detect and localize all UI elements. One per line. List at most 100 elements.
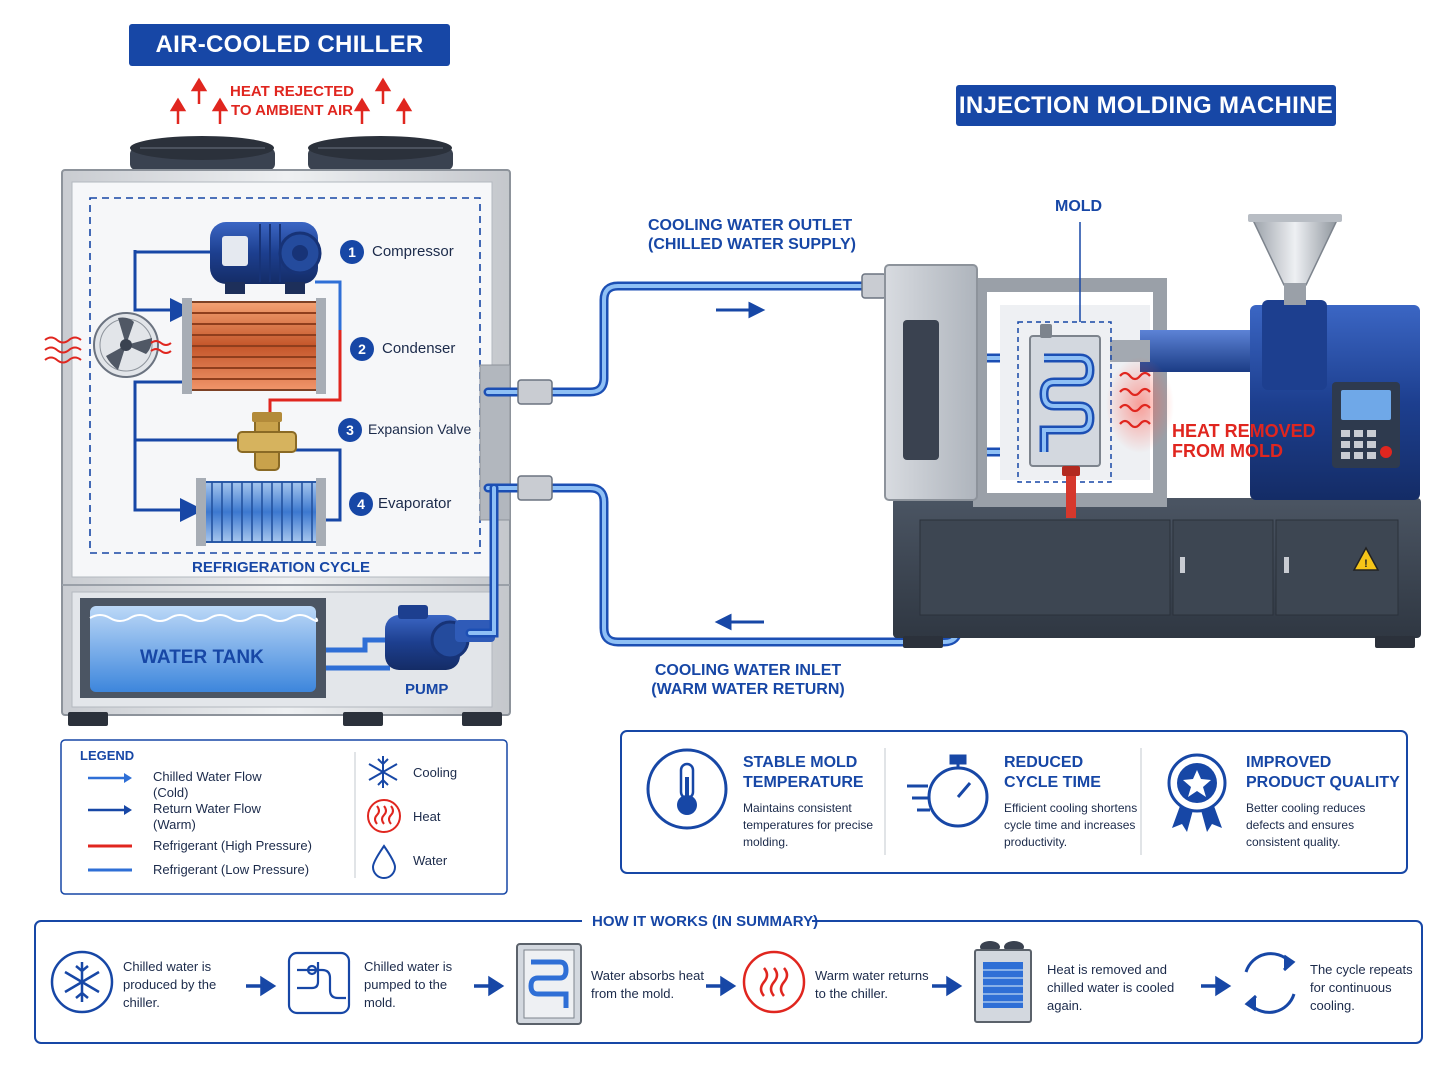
machine-title: INJECTION MOLDING MACHINE xyxy=(956,85,1336,126)
summary-step-1-line2: produced by the xyxy=(123,977,217,992)
legend-water-label: Water xyxy=(413,853,448,868)
summary-step-4-line2: to the chiller. xyxy=(815,986,888,1001)
benefit-2-desc-line3: productivity. xyxy=(1004,835,1068,849)
outlet-line2: (CHILLED WATER SUPPLY) xyxy=(648,236,857,253)
heat-rejected-arrows xyxy=(169,77,413,124)
heat-removed-line1: HEAT REMOVED xyxy=(1172,421,1316,441)
step-1-label: Compressor xyxy=(372,243,454,260)
summary-cycle xyxy=(1244,952,1296,1014)
heat-rejected-label: HEAT REJECTED TO AMBIENT AIR xyxy=(226,82,358,120)
molding-machine: ! xyxy=(884,214,1421,648)
legend-heat-label: Heat xyxy=(413,809,441,824)
summary-step-1: Chilled water is produced by the chiller… xyxy=(123,958,216,1012)
summary-step-3: Water absorbs heat from the mold. xyxy=(591,967,704,1003)
heat-removed-line2: FROM MOLD xyxy=(1172,441,1283,461)
step-3-label: Expansion Valve xyxy=(368,421,472,437)
refrigeration-cycle-label: REFRIGERATION CYCLE xyxy=(192,559,371,576)
benefit-ribbon xyxy=(1167,753,1227,832)
step-2-label: Condenser xyxy=(382,340,456,357)
benefit-2-desc: Efficient cooling shortens cycle time an… xyxy=(1004,800,1137,851)
benefit-2-title-line1: REDUCED xyxy=(1004,754,1084,771)
inlet-line1: COOLING WATER INLET xyxy=(654,662,842,679)
side-fan xyxy=(93,312,159,378)
step-4-badge: 4 xyxy=(349,492,373,516)
summary-step-1-line3: chiller. xyxy=(123,995,160,1010)
summary-step-2-line3: mold. xyxy=(364,995,396,1010)
legend-item-return-line1: Return Water Flow xyxy=(153,801,261,816)
svg-text:!: ! xyxy=(1364,558,1368,570)
benefit-1-desc: Maintains consistent temperatures for pr… xyxy=(743,800,873,851)
chiller-top-fans xyxy=(130,136,453,170)
chiller-title: AIR-COOLED CHILLER xyxy=(129,24,450,66)
summary-chiller xyxy=(974,941,1032,1023)
legend-item-ref-low: Refrigerant (Low Pressure) xyxy=(153,862,310,877)
legend-item-chilled-line1: Chilled Water Flow xyxy=(153,769,262,784)
water-tank xyxy=(80,598,326,698)
summary-title: HOW IT WORKS (IN SUMMARY) xyxy=(592,913,819,930)
legend-box xyxy=(60,739,508,895)
legend-drop xyxy=(371,844,397,879)
tank-pump-pipes xyxy=(326,637,390,671)
step-3-badge: 3 xyxy=(338,418,362,442)
legend-item-ref-high: Refrigerant (High Pressure) xyxy=(153,838,312,853)
summary-step-2-line1: Chilled water is xyxy=(364,959,453,974)
legend-item-return-line2: (Warm) xyxy=(153,817,196,832)
benefit-3-desc-line1: Better cooling reduces xyxy=(1246,801,1366,815)
benefit-3-desc-line2: defects and ensures xyxy=(1246,818,1355,832)
summary-step-5: Heat is removed and chilled water is coo… xyxy=(1047,961,1174,1015)
summary-heat xyxy=(742,950,806,1014)
benefit-3-title-line1: IMPROVED xyxy=(1246,754,1332,771)
benefit-stopwatch xyxy=(907,754,989,828)
heat-rejected-line1: HEAT REJECTED xyxy=(230,83,354,100)
condenser-coil xyxy=(182,298,326,394)
water-tank-label: WATER TANK xyxy=(140,647,264,668)
inlet-line2: (WARM WATER RETURN) xyxy=(651,681,845,698)
step-1-badge: 1 xyxy=(340,240,364,264)
summary-step-2: Chilled water is pumped to the mold. xyxy=(364,958,452,1012)
mold-label: MOLD xyxy=(1055,198,1103,215)
summary-box xyxy=(34,910,1423,1044)
benefit-2-desc-line1: Efficient cooling shortens xyxy=(1004,801,1138,815)
legend-item-chilled: Chilled Water Flow (Cold) xyxy=(153,769,262,801)
summary-step-4: Warm water returns to the chiller. xyxy=(815,967,929,1003)
summary-step-5-line2: chilled water is cooled xyxy=(1047,980,1175,995)
benefit-1-title: STABLE MOLD TEMPERATURE xyxy=(743,753,864,793)
legend-heat xyxy=(367,799,401,833)
summary-mold xyxy=(516,943,582,1025)
legend-item-chilled-line2: (Cold) xyxy=(153,785,189,800)
summary-snowflake xyxy=(50,950,114,1014)
summary-step-5-line1: Heat is removed and xyxy=(1047,962,1167,977)
summary-step-6: The cycle repeats for continuous cooling… xyxy=(1310,961,1413,1015)
benefit-thermometer xyxy=(646,748,728,830)
expansion-valve xyxy=(237,412,297,471)
heat-removed-label: HEAT REMOVED FROM MOLD xyxy=(1172,421,1316,461)
evaporator-coil xyxy=(196,478,326,546)
summary-step-3-line2: from the mold. xyxy=(591,986,675,1001)
compressor xyxy=(210,222,322,294)
benefits-box xyxy=(620,730,1408,874)
step-4-label: Evaporator xyxy=(378,495,452,512)
heat-rejected-line2: TO AMBIENT AIR xyxy=(231,102,353,119)
outlet-line1: COOLING WATER OUTLET xyxy=(648,217,853,234)
benefit-3-title-line2: PRODUCT QUALITY xyxy=(1246,774,1400,791)
pump-label: PUMP xyxy=(405,681,449,698)
benefit-2-title: REDUCED CYCLE TIME xyxy=(1004,753,1101,793)
summary-step-6-line1: The cycle repeats xyxy=(1310,962,1413,977)
benefit-2-desc-line2: cycle time and increases xyxy=(1004,818,1136,832)
legend-title: LEGEND xyxy=(80,748,135,763)
summary-step-5-line3: again. xyxy=(1047,998,1083,1013)
summary-step-1-line1: Chilled water is xyxy=(123,959,212,974)
legend-cooling-label: Cooling xyxy=(413,765,458,780)
inlet-caption: COOLING WATER INLET (WARM WATER RETURN) xyxy=(646,661,850,699)
benefit-1-title-line2: TEMPERATURE xyxy=(743,774,864,791)
legend-snowflake xyxy=(368,756,398,788)
summary-step-6-line3: cooling. xyxy=(1310,998,1355,1013)
summary-pump-pipes xyxy=(287,951,351,1015)
step-2-badge: 2 xyxy=(350,337,374,361)
benefit-3-desc: Better cooling reduces defects and ensur… xyxy=(1246,800,1365,851)
outlet-caption: COOLING WATER OUTLET (CHILLED WATER SUPP… xyxy=(648,216,857,254)
benefit-1-desc-line1: Maintains consistent xyxy=(743,801,852,815)
summary-step-6-line2: for continuous xyxy=(1310,980,1392,995)
benefit-1-title-line1: STABLE MOLD xyxy=(743,754,858,771)
